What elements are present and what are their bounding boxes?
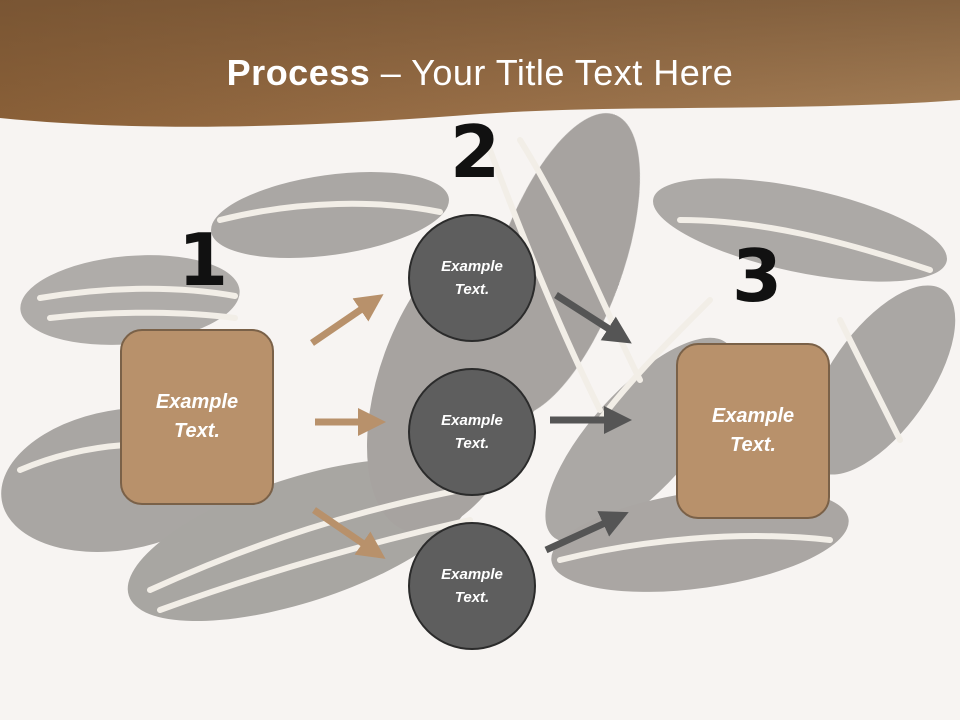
- step-number-3: 3: [732, 234, 783, 318]
- step-3-label: Example Text.: [711, 405, 795, 456]
- slide-title-rest: – Your Title Text Here: [370, 52, 734, 93]
- step-2-circle-bottom-label: Example Text.: [441, 566, 503, 606]
- arrow-circle-bottom-to-3: [544, 511, 629, 554]
- step-number-2: 2: [450, 110, 501, 194]
- arrow-1-to-circle-top: [310, 294, 384, 346]
- step-1-label: Example Text.: [155, 391, 239, 442]
- step-2-circle-top-label: Example Text.: [441, 258, 503, 298]
- arrow-1-to-circle-bottom: [312, 507, 386, 559]
- step-2-circle-middle: Example Text.: [408, 368, 536, 496]
- slide-title-bold: Process: [226, 52, 371, 93]
- arrow-circle-top-to-3: [554, 292, 632, 344]
- step-2-circle-top: Example Text.: [408, 214, 536, 342]
- step-1-box: Example Text.: [120, 329, 274, 505]
- step-2-circle-bottom: Example Text.: [408, 522, 536, 650]
- step-3-box: Example Text.: [676, 343, 830, 519]
- step-2-circle-middle-label: Example Text.: [441, 412, 503, 452]
- slide-title: Process – Your Title Text Here: [0, 52, 960, 94]
- step-number-1: 1: [178, 218, 229, 302]
